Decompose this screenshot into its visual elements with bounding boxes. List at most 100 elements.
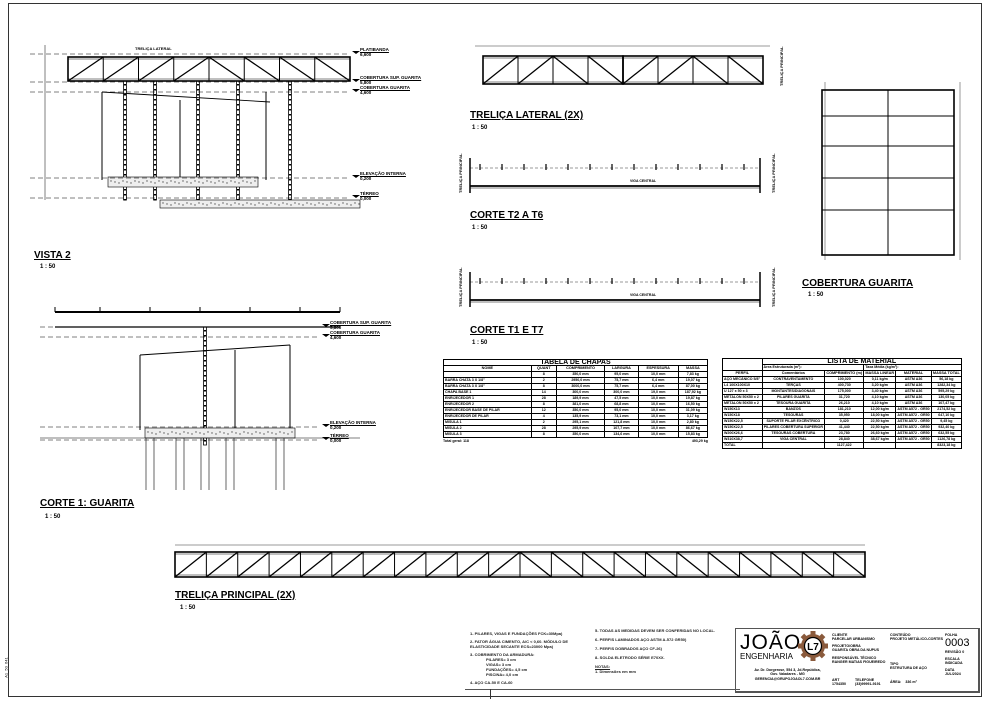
piso-aggregate (251, 433, 253, 435)
piso-aggregate (291, 431, 293, 433)
fundacao-aggregate (222, 202, 224, 204)
pilar-bolt (154, 149, 156, 151)
pilar-bolt (197, 109, 199, 111)
pilar-bolt (237, 109, 239, 111)
pilar-bolt (197, 169, 199, 171)
piso-aggregate (271, 432, 273, 434)
fundacao-aggregate (266, 204, 268, 206)
trelica-principal-diagonal (645, 551, 678, 578)
pilar-bolt (124, 134, 126, 136)
pilar-bolt (289, 94, 291, 96)
piso-aggregate (247, 432, 249, 434)
pilar-bolt (197, 174, 199, 176)
corte1-level-marker-icon (322, 424, 330, 427)
trelica-lateral-diagonal (102, 56, 139, 82)
trelica-lateral-a-diagonal (587, 55, 624, 85)
fundacao-aggregate (242, 204, 244, 206)
piso-aggregate (114, 181, 116, 183)
piso-aggregate (178, 182, 180, 184)
fundacao-aggregate (238, 203, 240, 205)
pilar-bolt (124, 199, 126, 201)
fundacao-aggregate (318, 202, 320, 204)
trelica-lateral-diagonal (279, 56, 316, 82)
gear-tooth (810, 655, 816, 661)
pilar-bolt (154, 114, 156, 116)
tesoura (101, 91, 271, 103)
beam-label: VIGA CENTRAL (630, 293, 657, 297)
fundacao-aggregate (274, 203, 276, 205)
trelica-principal-scale: 1 : 50 (180, 605, 196, 611)
piso-aggregate (223, 432, 225, 434)
piso-aggregate (158, 180, 160, 182)
beam-label: VIGA CENTRAL (630, 179, 657, 183)
cliente-label: CLIENTE (832, 633, 848, 637)
tipo-value: ESTRUTURA DE AÇO (890, 666, 927, 671)
note-item: PILARES= 3 cm (486, 657, 516, 662)
piso-aggregate (142, 182, 144, 184)
piso-aggregate (239, 433, 241, 435)
pilar-bolt (197, 129, 199, 131)
pilar-bolt (289, 159, 291, 161)
piso-aggregate (146, 180, 148, 182)
fundacao-aggregate (178, 203, 180, 205)
level-name: COBERTURA GUARITA (360, 85, 410, 90)
cobertura-guarita-title: COBERTURA GUARITA (802, 278, 914, 289)
vista2-level-marker-icon (352, 175, 360, 178)
level-name: TÉRREO (330, 433, 349, 438)
trelica-lateral-diagonal (173, 56, 210, 82)
piso-aggregate (190, 182, 192, 184)
gear-tooth (798, 643, 804, 649)
piso-aggregate (259, 432, 261, 434)
piso-aggregate (122, 180, 124, 182)
cell: ASTM A572 - GR50 (895, 418, 932, 425)
piso-aggregate (175, 432, 177, 434)
pilar-bolt (289, 109, 291, 111)
piso-aggregate (211, 432, 213, 434)
trelica-principal-diagonal (331, 551, 364, 578)
gear-logo-icon: L7 (798, 631, 828, 661)
pilar-bolt (197, 139, 199, 141)
level-name: TÉRREO (360, 191, 379, 196)
fundacao-aggregate (234, 202, 236, 204)
pilar-bolt (289, 99, 291, 101)
pilar-bolt (237, 144, 239, 146)
cell: ASTM A572 - GR50 (895, 412, 932, 419)
trelica-principal-diagonal (394, 551, 427, 578)
cobertura-guarita-scale: 1 : 50 (808, 292, 824, 298)
fundacao-aggregate (206, 204, 208, 206)
pilar-bolt (289, 139, 291, 141)
piso-aggregate (231, 431, 233, 433)
gear-tooth (822, 643, 828, 649)
pilar-bolt (197, 144, 199, 146)
folha-label: FOLHA (945, 633, 958, 637)
piso-aggregate (134, 180, 136, 182)
vista2-drawing (30, 45, 361, 209)
pilar-bolt (154, 194, 156, 196)
vista2-level-marker-icon (352, 51, 360, 54)
pilar-bolt (124, 164, 126, 166)
piso-aggregate (214, 182, 216, 184)
cell: 8323,18 kg (930, 442, 963, 449)
fundacao-aggregate (350, 204, 352, 206)
pilar-bolt (154, 134, 156, 136)
pilar-bolt (124, 99, 126, 101)
pilar-bolt (197, 94, 199, 96)
fundacao-aggregate (190, 203, 192, 205)
pilar-bolt (197, 114, 199, 116)
piso-aggregate (151, 432, 153, 434)
piso-aggregate (242, 180, 244, 182)
trelica-principal-drawing (174, 544, 866, 578)
pilar-bolt (154, 164, 156, 166)
level-value: 0,000 (330, 438, 342, 443)
cell: MISULA 3 (443, 431, 532, 438)
fundacao-aggregate (326, 204, 328, 206)
note-item: 3- COBRIMENTO DA ARMADURA: (470, 652, 535, 657)
corte1-drawing (40, 307, 360, 490)
trelica-principal-diagonal (801, 551, 835, 578)
piso-aggregate (170, 180, 172, 182)
pilar-bolt (124, 159, 126, 161)
